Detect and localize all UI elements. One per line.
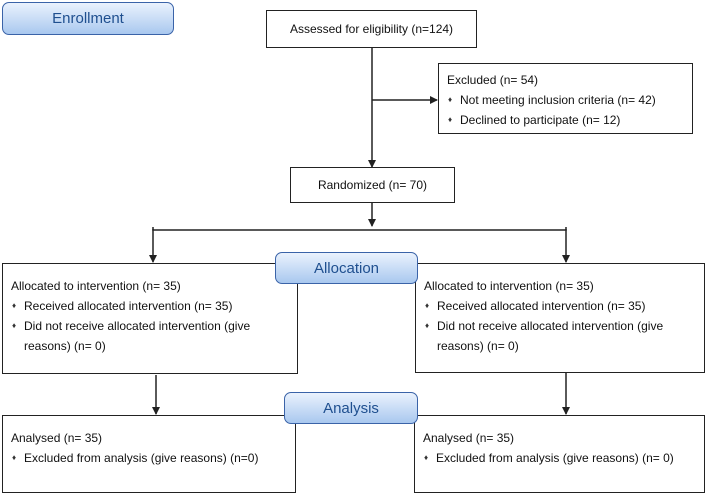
allocation-right-item: Did not receive allocated intervention (… <box>424 316 696 356</box>
assessed-box: Assessed for eligibility (n=124) <box>266 10 477 48</box>
allocation-left-item: Received allocated intervention (n= 35) <box>11 296 289 316</box>
excluded-box: Excluded (n= 54) Not meeting inclusion c… <box>438 63 693 134</box>
allocation-left-title: Allocated to intervention (n= 35) <box>11 279 181 293</box>
allocation-right-box: Allocated to intervention (n= 35) Receiv… <box>415 263 705 373</box>
allocation-left-item: Did not receive allocated intervention (… <box>11 316 289 356</box>
enrollment-label: Enrollment <box>52 10 124 27</box>
analysis-right-item: Excluded from analysis (give reasons) (n… <box>423 448 696 468</box>
allocation-right-title: Allocated to intervention (n= 35) <box>424 279 594 293</box>
excluded-title: Excluded (n= 54) <box>447 73 539 87</box>
excluded-reason-item: Declined to participate (n= 12) <box>447 110 684 130</box>
analysis-right-list: Excluded from analysis (give reasons) (n… <box>423 448 696 468</box>
analysis-left-item: Excluded from analysis (give reasons) (n… <box>11 448 287 468</box>
enrollment-stage-label: Enrollment <box>2 2 174 35</box>
allocation-label: Allocation <box>313 259 380 277</box>
allocation-right-item: Received allocated intervention (n= 35) <box>424 296 696 316</box>
allocation-left-box: Allocated to intervention (n= 35) Receiv… <box>2 263 298 374</box>
allocation-right-list: Received allocated intervention (n= 35) … <box>424 296 696 356</box>
analysis-right-box: Analysed (n= 35) Excluded from analysis … <box>414 415 705 493</box>
assessed-text: Assessed for eligibility (n=124) <box>289 22 454 36</box>
analysis-left-list: Excluded from analysis (give reasons) (n… <box>11 448 287 468</box>
analysis-label: Analysis <box>323 399 379 417</box>
analysis-stage-label: Analysis <box>284 392 418 424</box>
randomized-text: Randomized (n= 70) <box>317 178 428 192</box>
excluded-reason-item: Not meeting inclusion criteria (n= 42) <box>447 90 684 110</box>
randomized-box: Randomized (n= 70) <box>290 167 455 203</box>
analysis-left-title: Analysed (n= 35) <box>11 431 103 445</box>
allocation-left-list: Received allocated intervention (n= 35) … <box>11 296 289 356</box>
analysis-right-title: Analysed (n= 35) <box>423 431 515 445</box>
excluded-reasons-list: Not meeting inclusion criteria (n= 42) D… <box>447 90 684 130</box>
analysis-left-box: Analysed (n= 35) Excluded from analysis … <box>2 415 296 493</box>
allocation-stage-label: Allocation <box>275 252 418 284</box>
split-bar-line <box>152 227 567 231</box>
